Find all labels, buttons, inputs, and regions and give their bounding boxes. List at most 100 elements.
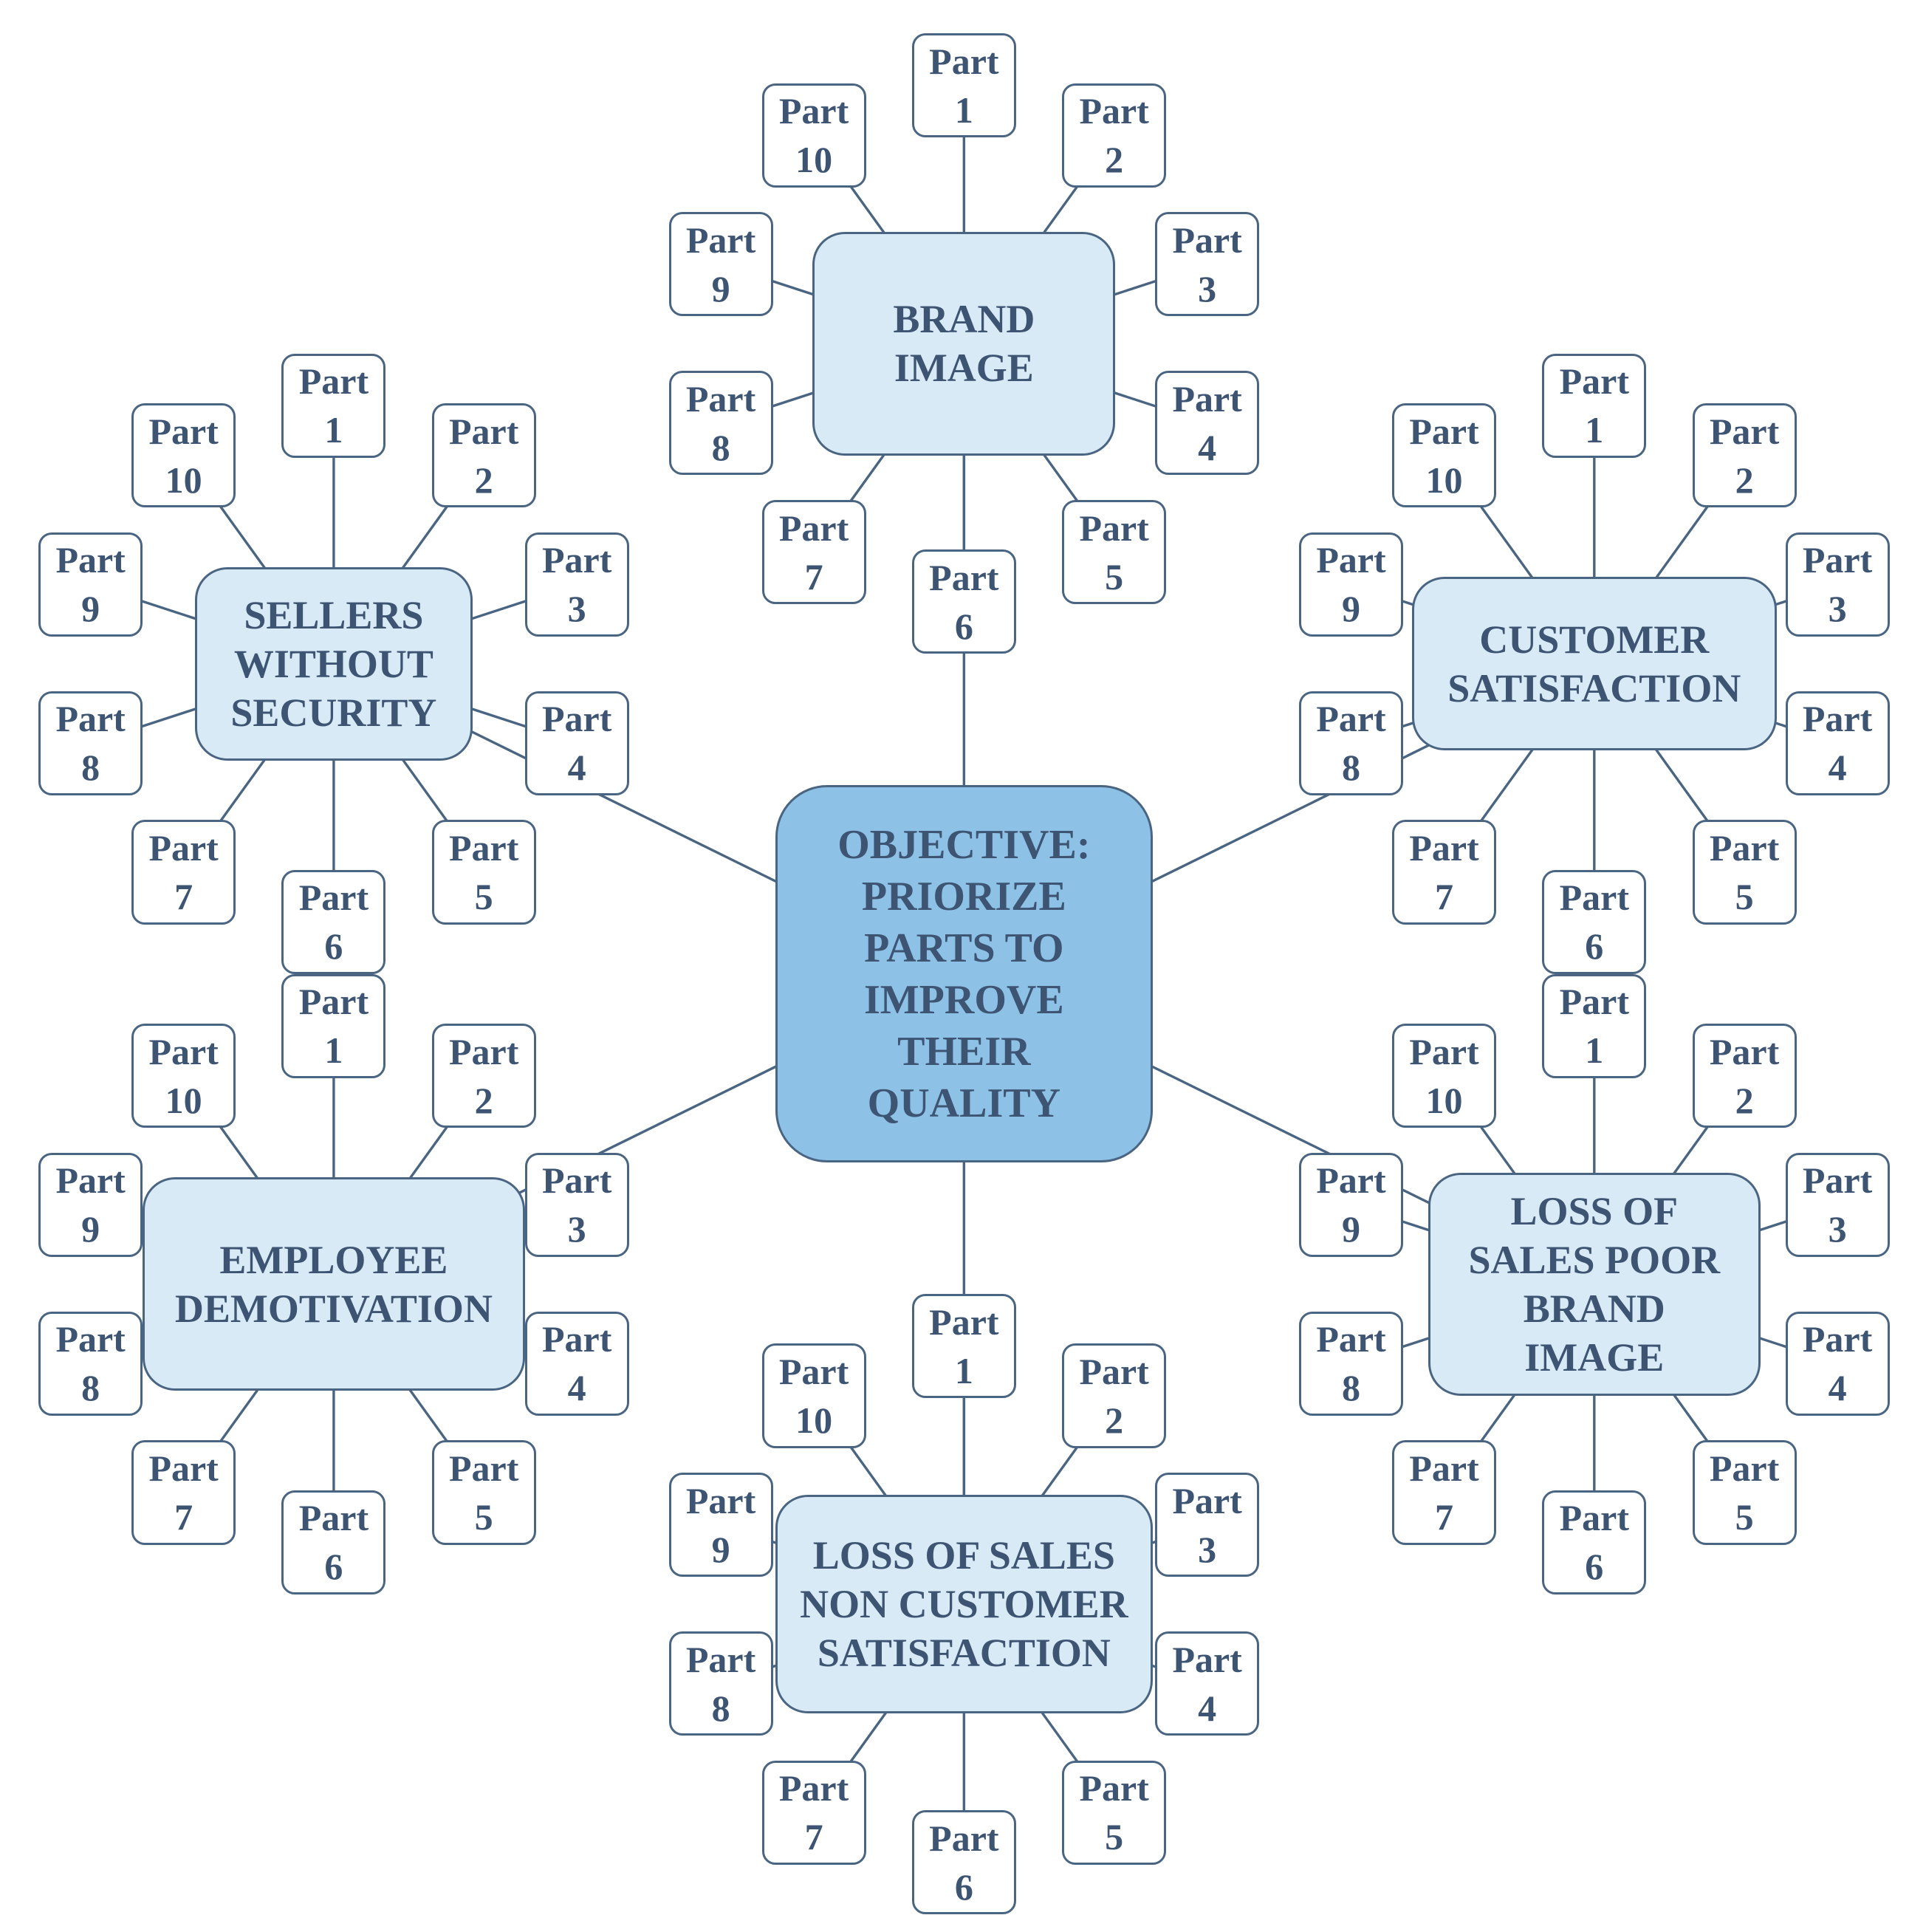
loss-of-sales-poor-brand-image-part-4-label: Part 4 bbox=[1802, 1318, 1873, 1409]
employee-demotivation-part-10-label: Part 10 bbox=[148, 1030, 219, 1121]
employee-demotivation-part-6: Part 6 bbox=[281, 1490, 386, 1594]
loss-of-sales-poor-brand-image-part-3-label: Part 3 bbox=[1802, 1159, 1873, 1250]
customer-satisfaction-part-6: Part 6 bbox=[1542, 869, 1647, 974]
loss-of-sales-non-customer-satisfaction-part-8-label: Part 8 bbox=[685, 1638, 756, 1729]
customer-satisfaction-part-4: Part 4 bbox=[1785, 691, 1890, 795]
loss-of-sales-non-customer-satisfaction-part-7-label: Part 7 bbox=[778, 1767, 849, 1858]
customer-satisfaction-part-1: Part 1 bbox=[1542, 353, 1647, 458]
brand-image-part-2-label: Part 2 bbox=[1079, 90, 1149, 181]
loss-of-sales-non-customer-satisfaction-part-9-label: Part 9 bbox=[685, 1479, 756, 1570]
loss-of-sales-non-customer-satisfaction-part-1: Part 1 bbox=[911, 1294, 1016, 1399]
loss-of-sales-non-customer-satisfaction-part-7: Part 7 bbox=[761, 1760, 866, 1866]
customer-satisfaction-part-9-label: Part 9 bbox=[1316, 539, 1386, 630]
brand-image-part-5: Part 5 bbox=[1062, 500, 1167, 605]
customer-satisfaction-part-4-label: Part 4 bbox=[1802, 698, 1873, 789]
employee-demotivation-part-9-label: Part 9 bbox=[55, 1159, 126, 1250]
loss-of-sales-poor-brand-image-part-10-label: Part 10 bbox=[1409, 1030, 1479, 1121]
brand-image-part-6: Part 6 bbox=[911, 549, 1016, 654]
customer-satisfaction-part-2-label: Part 2 bbox=[1709, 410, 1780, 501]
customer-satisfaction-part-10: Part 10 bbox=[1391, 403, 1497, 508]
brand-image-part-6-label: Part 6 bbox=[929, 556, 999, 647]
brand-image-part-2: Part 2 bbox=[1062, 83, 1167, 188]
customer-satisfaction-part-2: Part 2 bbox=[1692, 403, 1797, 508]
loss-of-sales-poor-brand-image-part-1: Part 1 bbox=[1542, 973, 1647, 1078]
employee-demotivation-part-3-label: Part 3 bbox=[541, 1159, 612, 1250]
loss-of-sales-poor-brand-image-part-1-label: Part 1 bbox=[1559, 981, 1629, 1072]
loss-of-sales-non-customer-satisfaction-part-6-label: Part 6 bbox=[929, 1817, 999, 1908]
loss-of-sales-poor-brand-image-part-7-label: Part 7 bbox=[1409, 1448, 1479, 1538]
loss-of-sales-non-customer-satisfaction-part-10: Part 10 bbox=[761, 1343, 866, 1448]
employee-demotivation-part-4: Part 4 bbox=[524, 1311, 629, 1416]
brand-image-part-3-label: Part 3 bbox=[1172, 219, 1242, 309]
brand-image-part-9-label: Part 9 bbox=[685, 219, 756, 309]
brand-image-part-1: Part 1 bbox=[911, 33, 1016, 138]
employee-demotivation-part-2: Part 2 bbox=[431, 1024, 536, 1128]
customer-satisfaction-part-6-label: Part 6 bbox=[1559, 877, 1629, 967]
employee-demotivation-part-7: Part 7 bbox=[131, 1440, 236, 1545]
loss-of-sales-poor-brand-image-part-5-label: Part 5 bbox=[1709, 1448, 1780, 1538]
loss-of-sales-non-customer-satisfaction-part-3-label: Part 3 bbox=[1172, 1479, 1242, 1570]
sellers-without-security-part-9-label: Part 9 bbox=[55, 539, 126, 630]
customer-satisfaction-part-8: Part 8 bbox=[1298, 691, 1404, 795]
loss-of-sales-poor-brand-image-part-5: Part 5 bbox=[1692, 1440, 1797, 1545]
topic-sellers-without-security: SELLERS WITHOUT SECURITY bbox=[194, 566, 473, 761]
employee-demotivation-part-7-label: Part 7 bbox=[148, 1448, 219, 1538]
loss-of-sales-poor-brand-image-part-6: Part 6 bbox=[1542, 1490, 1647, 1594]
sellers-without-security-part-10-label: Part 10 bbox=[148, 410, 219, 501]
loss-of-sales-non-customer-satisfaction-part-9: Part 9 bbox=[668, 1473, 773, 1578]
customer-satisfaction-part-9: Part 9 bbox=[1298, 532, 1404, 637]
center-objective: OBJECTIVE: PRIORIZE PARTS TO IMPROVE THE… bbox=[775, 785, 1153, 1163]
sellers-without-security-part-4: Part 4 bbox=[524, 691, 629, 795]
employee-demotivation-part-1-label: Part 1 bbox=[298, 981, 369, 1072]
topic-loss-of-sales-poor-brand-image-label: LOSS OF SALES POOR BRAND IMAGE bbox=[1468, 1188, 1721, 1380]
brand-image-part-4: Part 4 bbox=[1155, 371, 1260, 476]
topic-brand-image: BRAND IMAGE bbox=[812, 232, 1116, 456]
loss-of-sales-poor-brand-image-part-8: Part 8 bbox=[1298, 1311, 1404, 1416]
brand-image-part-9: Part 9 bbox=[668, 212, 773, 317]
sellers-without-security-part-5: Part 5 bbox=[431, 820, 536, 925]
employee-demotivation-part-8: Part 8 bbox=[38, 1311, 143, 1416]
sellers-without-security-part-8: Part 8 bbox=[38, 691, 143, 795]
loss-of-sales-non-customer-satisfaction-part-6: Part 6 bbox=[911, 1810, 1016, 1915]
loss-of-sales-non-customer-satisfaction-part-1-label: Part 1 bbox=[929, 1301, 999, 1391]
employee-demotivation-part-4-label: Part 4 bbox=[541, 1318, 612, 1409]
brand-image-part-10-label: Part 10 bbox=[778, 90, 849, 181]
topic-loss-of-sales-non-customer-satisfaction-label: LOSS OF SALES NON CUSTOMER SATISFACTION bbox=[800, 1533, 1128, 1676]
sellers-without-security-part-1-label: Part 1 bbox=[298, 360, 369, 451]
customer-satisfaction-part-5: Part 5 bbox=[1692, 820, 1797, 925]
brand-image-part-3: Part 3 bbox=[1155, 212, 1260, 317]
brand-image-part-7: Part 7 bbox=[761, 500, 866, 605]
loss-of-sales-poor-brand-image-part-10: Part 10 bbox=[1391, 1024, 1497, 1128]
loss-of-sales-non-customer-satisfaction-part-5: Part 5 bbox=[1062, 1760, 1167, 1866]
loss-of-sales-non-customer-satisfaction-part-4: Part 4 bbox=[1155, 1631, 1260, 1736]
employee-demotivation-part-1: Part 1 bbox=[281, 973, 386, 1078]
sellers-without-security-part-4-label: Part 4 bbox=[541, 698, 612, 789]
brand-image-part-8-label: Part 8 bbox=[685, 377, 756, 468]
sellers-without-security-part-3: Part 3 bbox=[524, 532, 629, 637]
loss-of-sales-poor-brand-image-part-4: Part 4 bbox=[1785, 1311, 1890, 1416]
brand-image-part-5-label: Part 5 bbox=[1079, 507, 1149, 597]
customer-satisfaction-part-10-label: Part 10 bbox=[1409, 410, 1479, 501]
employee-demotivation-part-5: Part 5 bbox=[431, 1440, 536, 1545]
employee-demotivation-part-2-label: Part 2 bbox=[448, 1030, 519, 1121]
loss-of-sales-poor-brand-image-part-2: Part 2 bbox=[1692, 1024, 1797, 1128]
employee-demotivation-part-9: Part 9 bbox=[38, 1152, 143, 1257]
center-objective-label: OBJECTIVE: PRIORIZE PARTS TO IMPROVE THE… bbox=[837, 821, 1091, 1126]
sellers-without-security-part-9: Part 9 bbox=[38, 532, 143, 637]
loss-of-sales-non-customer-satisfaction-part-2-label: Part 2 bbox=[1079, 1350, 1149, 1441]
topic-brand-image-label: BRAND IMAGE bbox=[893, 297, 1035, 391]
sellers-without-security-part-7: Part 7 bbox=[131, 820, 236, 925]
loss-of-sales-poor-brand-image-part-3: Part 3 bbox=[1785, 1152, 1890, 1257]
brand-image-part-1-label: Part 1 bbox=[929, 40, 999, 131]
sellers-without-security-part-6-label: Part 6 bbox=[298, 877, 369, 967]
topic-customer-satisfaction: CUSTOMER SATISFACTION bbox=[1411, 577, 1777, 751]
loss-of-sales-poor-brand-image-part-7: Part 7 bbox=[1391, 1440, 1497, 1545]
loss-of-sales-non-customer-satisfaction-part-3: Part 3 bbox=[1155, 1473, 1260, 1578]
sellers-without-security-part-2-label: Part 2 bbox=[448, 410, 519, 501]
employee-demotivation-part-6-label: Part 6 bbox=[298, 1497, 369, 1588]
brand-image-part-10: Part 10 bbox=[761, 83, 866, 188]
loss-of-sales-non-customer-satisfaction-part-2: Part 2 bbox=[1062, 1343, 1167, 1448]
sellers-without-security-part-1: Part 1 bbox=[281, 353, 386, 458]
topic-loss-of-sales-poor-brand-image: LOSS OF SALES POOR BRAND IMAGE bbox=[1428, 1172, 1761, 1396]
